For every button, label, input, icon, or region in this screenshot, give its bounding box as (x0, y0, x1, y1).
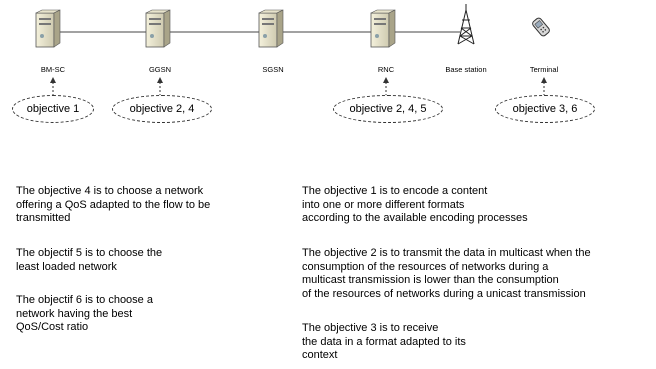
objective-terminal: objective 3, 6 (495, 95, 595, 123)
desc-objective-5: The objectif 5 is to choose the least lo… (16, 247, 163, 273)
label-ggsn: GGSN (148, 65, 172, 74)
objective-ggsn: objective 2, 4 (112, 95, 212, 123)
desc-objective-4: The objective 4 is to choose a network o… (16, 185, 211, 224)
desc-objective-1: The objective 1 is to encode a content i… (302, 185, 528, 224)
ggsn-server-icon (145, 9, 171, 48)
bmsc-server-icon (35, 9, 61, 48)
base-station-tower-icon (457, 4, 475, 45)
label-terminal: Terminal (529, 65, 559, 74)
objective-bmsc: objective 1 (12, 95, 94, 123)
desc-objective-2: The objective 2 is to transmit the data … (302, 247, 591, 300)
terminal-phone-icon (532, 17, 550, 37)
rnc-server-icon (370, 9, 396, 48)
desc-objective-3: The objective 3 is to receive the data i… (302, 322, 466, 361)
label-base-station: Base station (445, 65, 487, 74)
label-bmsc: BM-SC (40, 65, 66, 74)
objective-rnc: objective 2, 4, 5 (333, 95, 443, 123)
label-sgsn: SGSN (262, 65, 284, 74)
sgsn-server-icon (258, 9, 284, 48)
label-rnc: RNC (377, 65, 395, 74)
desc-objective-6: The objectif 6 is to choose a network ha… (16, 294, 153, 333)
